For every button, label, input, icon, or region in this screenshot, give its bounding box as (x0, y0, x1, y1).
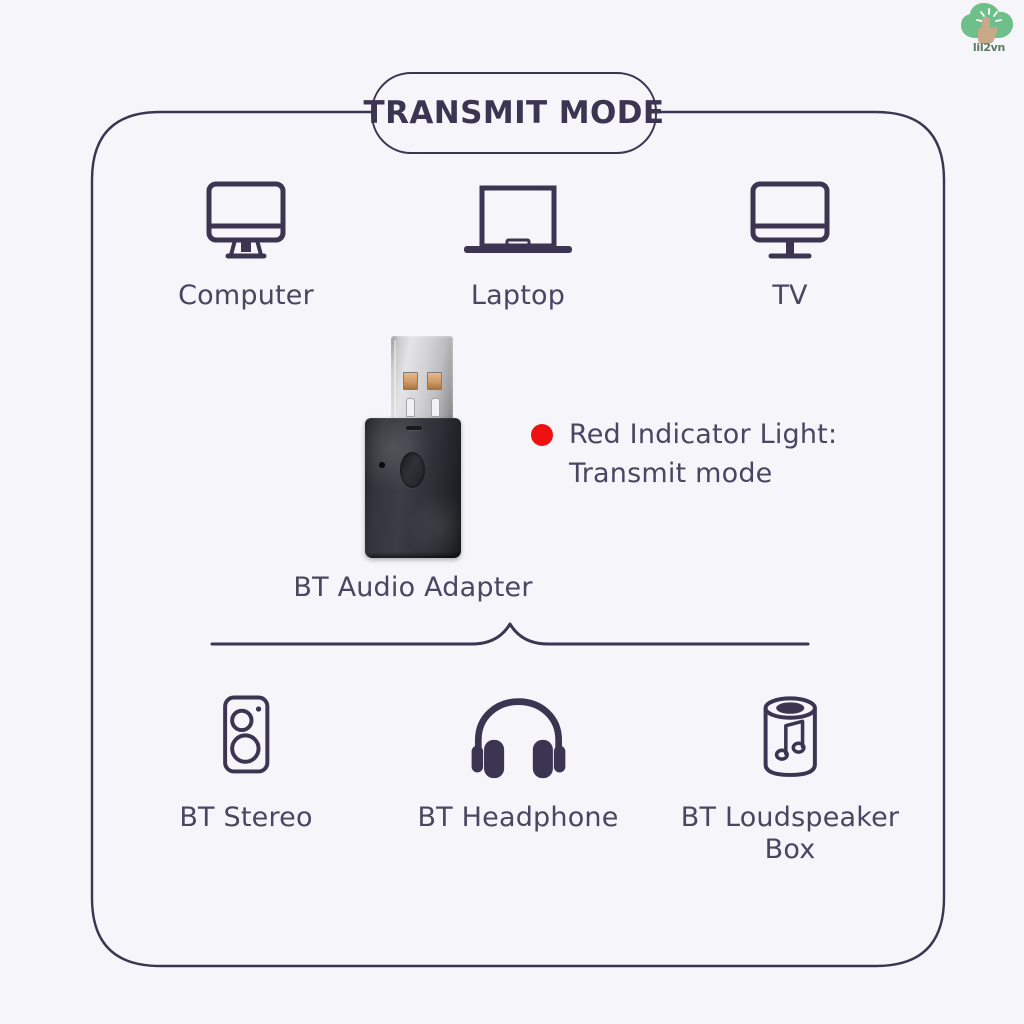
page-title: TRANSMIT MODE (363, 95, 665, 131)
brace-divider (210, 622, 810, 646)
indicator-text: Red Indicator Light: Transmit mode (569, 415, 837, 493)
red-indicator-dot (531, 424, 553, 446)
transmit-mode-title-pill: TRANSMIT MODE (364, 72, 664, 154)
device-label: TV (772, 280, 808, 311)
red-indicator-note: Red Indicator Light: Transmit mode (531, 415, 837, 493)
adapter-label: BT Audio Adapter (293, 572, 533, 603)
device-bt-stereo: BT Stereo (110, 694, 382, 866)
bt-audio-adapter: BT Audio Adapter (278, 336, 548, 603)
usb-shell-slot (431, 398, 440, 417)
adapter-body (365, 418, 461, 558)
bt-stereo-speaker-icon (222, 695, 270, 774)
usb-shell-slot (406, 398, 415, 417)
tree-hand-icon (961, 3, 1013, 44)
desktop-computer-icon (206, 181, 286, 259)
bt-headphone-icon (471, 698, 565, 779)
bt-loudspeaker-box-icon (763, 696, 817, 777)
device-label: Computer (178, 280, 314, 311)
watermark-label: lil2vn (972, 41, 1006, 54)
tv-icon (750, 181, 830, 259)
device-bt-headphone: BT Headphone (382, 694, 654, 866)
adapter-mode-button (400, 452, 425, 488)
adapter-top-notch (406, 426, 422, 430)
device-label: BT Stereo (179, 802, 313, 833)
laptop-icon (464, 185, 572, 253)
adapter-led-pinhole (379, 462, 385, 468)
watermark-logo: lil2vn (958, 2, 1020, 58)
device-label: Laptop (470, 280, 566, 311)
device-laptop: Laptop (382, 178, 654, 312)
device-computer: Computer (110, 178, 382, 312)
adapter-base-shadow (367, 552, 459, 558)
usb-contact-pad (427, 372, 442, 390)
indicator-line-2: Transmit mode (569, 458, 773, 489)
device-tv: TV (654, 178, 926, 312)
source-device-row: Computer Laptop TV (110, 178, 926, 312)
usb-connector (391, 336, 453, 424)
indicator-line-1: Red Indicator Light: (569, 419, 838, 450)
usb-bluetooth-adapter-photo (365, 336, 461, 558)
device-label: BT Headphone (417, 802, 619, 833)
usb-contact-pad (403, 372, 418, 390)
